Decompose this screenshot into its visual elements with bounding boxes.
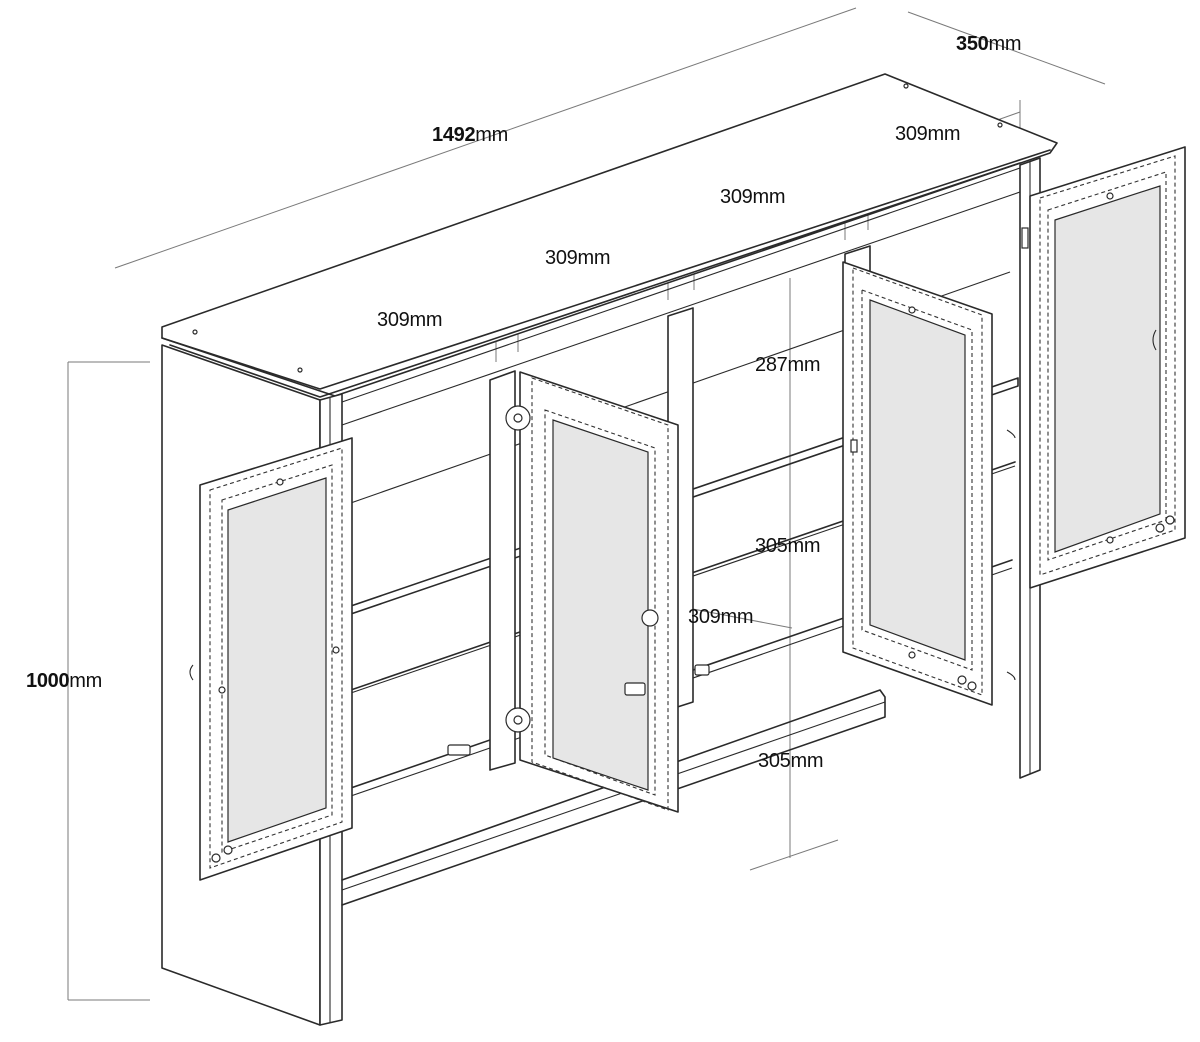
height-label: 1000mm bbox=[26, 670, 102, 693]
width-unit: mm bbox=[475, 124, 509, 146]
shelf-spacing-middle-label: 305mm bbox=[755, 535, 821, 557]
compartment-width-3-label: 309mm bbox=[720, 186, 786, 208]
divider-left bbox=[489, 370, 516, 771]
width-label: 1492mm bbox=[432, 124, 508, 147]
height-unit: mm bbox=[69, 670, 103, 692]
depth-value: 350 bbox=[956, 33, 989, 55]
compartment-width-2-label: 309mm bbox=[545, 247, 611, 269]
compartment-width-4-label: 309mm bbox=[895, 123, 961, 145]
width-value: 1492 bbox=[432, 124, 476, 146]
second-door bbox=[505, 371, 679, 813]
width-dimension-line bbox=[114, 7, 857, 269]
cabinet-top bbox=[161, 73, 1058, 398]
third-door bbox=[842, 261, 993, 706]
plinth bbox=[341, 689, 886, 906]
third-door-glass bbox=[869, 299, 966, 661]
shelf-spacing-bottom-label: 305mm bbox=[758, 750, 824, 772]
right-door-glass bbox=[1054, 185, 1161, 553]
left-door-glass bbox=[227, 477, 327, 843]
depth-unit: mm bbox=[988, 33, 1022, 55]
compartment-width-1-label: 309mm bbox=[377, 309, 443, 331]
height-value: 1000 bbox=[26, 670, 70, 692]
shelf-spacing-top-label: 287mm bbox=[755, 354, 821, 376]
second-door-glass bbox=[552, 419, 649, 791]
depth-dimension-line bbox=[907, 11, 1106, 85]
right-door bbox=[1021, 146, 1186, 589]
left-door bbox=[189, 437, 353, 881]
door-width-label: 309mm bbox=[688, 606, 754, 628]
depth-label: 350mm bbox=[956, 33, 1022, 56]
